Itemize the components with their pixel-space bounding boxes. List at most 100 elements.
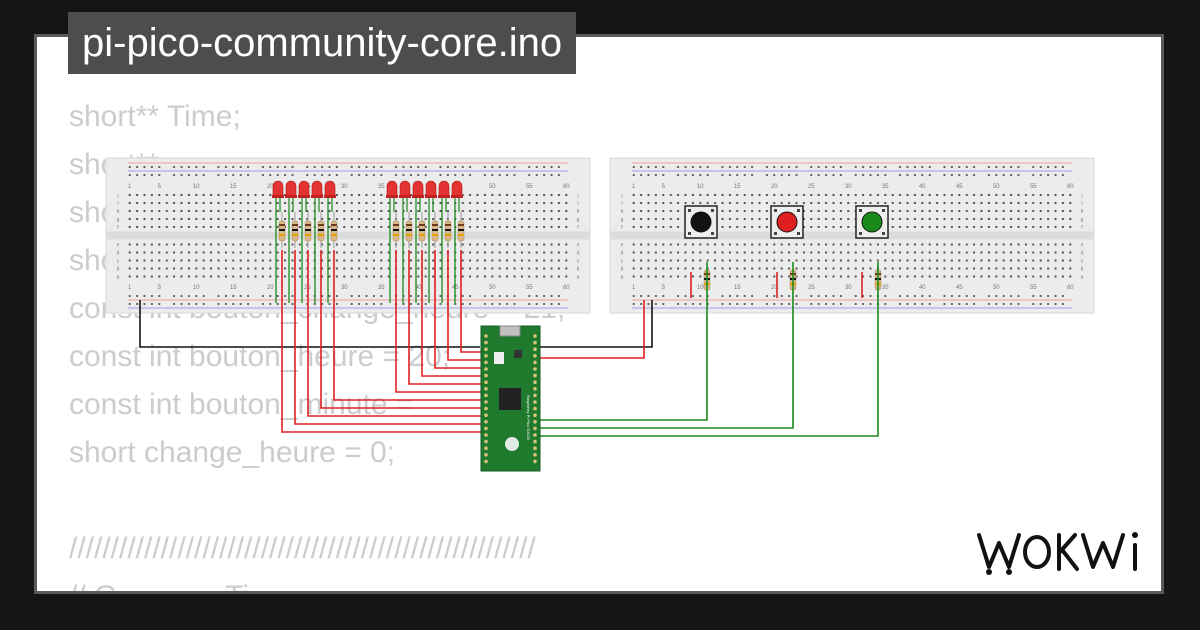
pico-pin: [484, 459, 488, 464]
hole: [128, 243, 131, 246]
hole: [187, 218, 190, 220]
hole: [247, 251, 250, 254]
rail-hole: [1061, 166, 1064, 168]
hole: [498, 259, 501, 262]
hole: [706, 194, 709, 196]
hole: [899, 275, 902, 278]
hole: [432, 267, 435, 270]
hole: [528, 275, 531, 278]
rail-hole: [921, 166, 924, 168]
rail-hole: [291, 303, 294, 305]
rail-hole: [128, 295, 131, 297]
rail-hole: [291, 166, 294, 168]
hole: [565, 259, 568, 262]
hole: [1069, 226, 1072, 228]
rail-hole: [365, 303, 368, 305]
led-9: [425, 180, 439, 303]
hole: [350, 210, 353, 212]
rail-hole: [788, 166, 791, 168]
hole: [691, 194, 694, 196]
resistor-band: [406, 234, 412, 236]
rail-hole: [1010, 174, 1013, 176]
hole: [743, 226, 746, 228]
hole: [550, 202, 553, 204]
rail-hole: [158, 295, 161, 297]
hole: [461, 259, 464, 262]
pico-pin: [533, 439, 537, 444]
hole: [550, 226, 553, 228]
hole: [1047, 259, 1050, 262]
rail-hole: [239, 174, 242, 176]
hole: [1017, 194, 1020, 196]
rail-hole: [321, 295, 324, 297]
hole: [158, 267, 161, 270]
hole: [743, 210, 746, 212]
hole: [1039, 259, 1042, 262]
hole: [862, 267, 865, 270]
hole: [751, 210, 754, 212]
rail-hole: [928, 166, 931, 168]
hole: [158, 218, 161, 220]
hole: [751, 194, 754, 196]
rail-hole: [195, 174, 198, 176]
hole: [913, 194, 916, 196]
hole: [677, 259, 680, 262]
rail-hole: [647, 174, 650, 176]
hole: [1024, 259, 1027, 262]
hole: [372, 202, 375, 204]
rail-hole: [773, 166, 776, 168]
hole: [647, 267, 650, 270]
hole: [950, 259, 953, 262]
hole: [1054, 267, 1057, 270]
rail-hole: [365, 166, 368, 168]
hole: [817, 218, 820, 220]
hole: [1002, 275, 1005, 278]
rail-hole: [417, 174, 420, 176]
hole: [424, 267, 427, 270]
rail-hole: [928, 303, 931, 305]
hole: [328, 259, 331, 262]
led-6: [386, 180, 400, 303]
rail-hole: [1010, 295, 1013, 297]
hole: [439, 275, 442, 278]
row-label: g: [1081, 217, 1084, 223]
hole: [647, 275, 650, 278]
rail-hole: [372, 166, 375, 168]
hole: [224, 259, 227, 262]
rail-hole: [358, 303, 361, 305]
hole: [150, 243, 153, 246]
hole: [817, 202, 820, 204]
hole: [261, 194, 264, 196]
hole: [446, 202, 449, 204]
hole: [854, 275, 857, 278]
hole: [1017, 275, 1020, 278]
hole: [884, 275, 887, 278]
hole: [284, 210, 287, 212]
button-screw: [797, 232, 800, 235]
hole: [269, 210, 272, 212]
hole: [758, 202, 761, 204]
pico-pin: [484, 334, 488, 338]
rail-hole: [684, 295, 687, 297]
hole: [921, 259, 924, 262]
row-label: e: [621, 243, 624, 249]
hole: [239, 267, 242, 270]
rail-hole: [921, 303, 924, 305]
rail-hole: [284, 303, 287, 305]
hole: [187, 226, 190, 228]
hole: [965, 251, 968, 254]
rail-hole: [973, 174, 976, 176]
rail-hole: [217, 303, 220, 305]
wire-red: [434, 250, 484, 369]
hole: [810, 259, 813, 262]
hole: [565, 226, 568, 228]
hole: [1061, 226, 1064, 228]
hole: [654, 226, 657, 228]
hole: [417, 210, 420, 212]
project-title-badge[interactable]: pi-pico-community-core.ino: [68, 12, 577, 74]
hole: [995, 202, 998, 204]
rail-hole: [232, 303, 235, 305]
hole: [535, 243, 538, 246]
rail-hole: [232, 174, 235, 176]
